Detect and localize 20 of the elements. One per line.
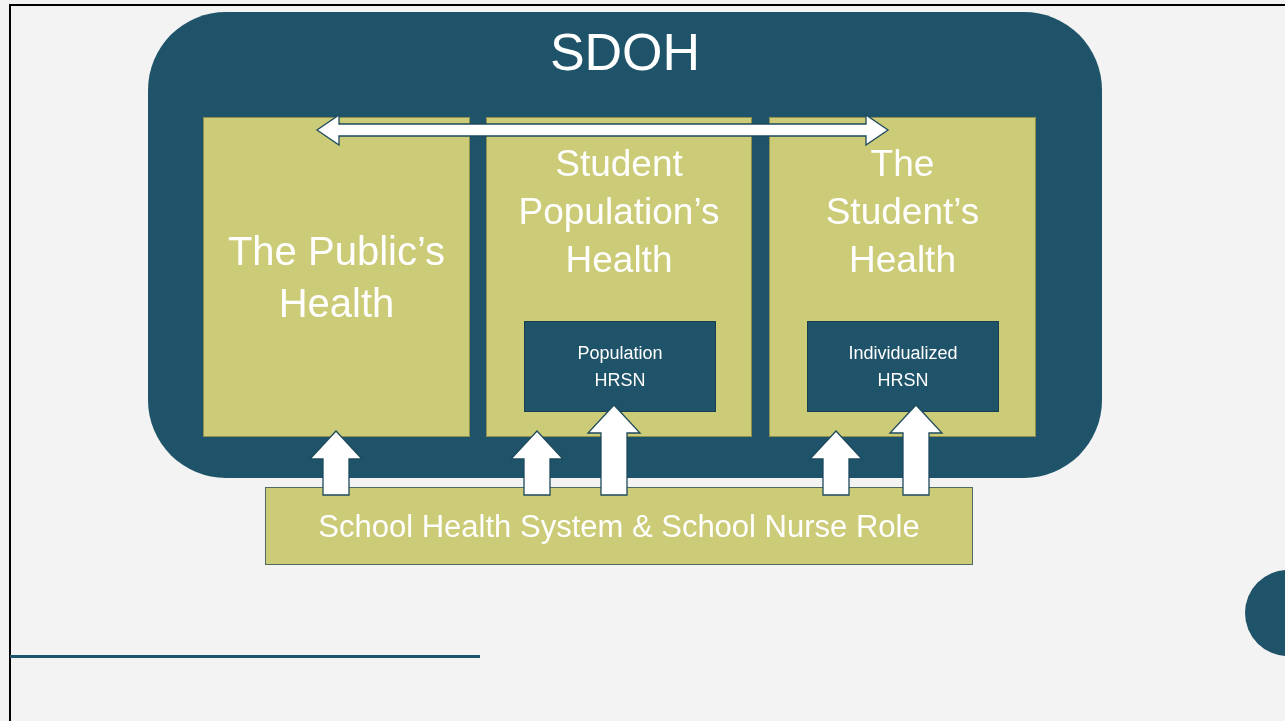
base-bar xyxy=(265,487,973,565)
node-label: Individualized HRSN xyxy=(847,342,959,392)
double-arrow xyxy=(315,113,890,147)
node-label: The Student’s Health xyxy=(824,142,981,283)
column-panel xyxy=(203,117,470,437)
block-arrow xyxy=(509,430,565,496)
node-label: School Health System & School Nurse Role xyxy=(318,510,920,542)
node-label: Student Population’s Health xyxy=(517,142,721,283)
inner-box xyxy=(807,321,999,412)
node-label: SDOH xyxy=(549,26,701,78)
block-arrow xyxy=(308,430,364,496)
node-label: The Public’s Health xyxy=(226,228,447,327)
block-arrow xyxy=(888,404,944,496)
outer-rounded-panel xyxy=(148,12,1102,478)
column-panel xyxy=(486,117,752,437)
block-arrow xyxy=(586,404,642,496)
block-arrow xyxy=(808,430,864,496)
node-label: Population HRSN xyxy=(576,342,664,392)
inner-box xyxy=(524,321,716,412)
column-panel xyxy=(769,117,1036,437)
